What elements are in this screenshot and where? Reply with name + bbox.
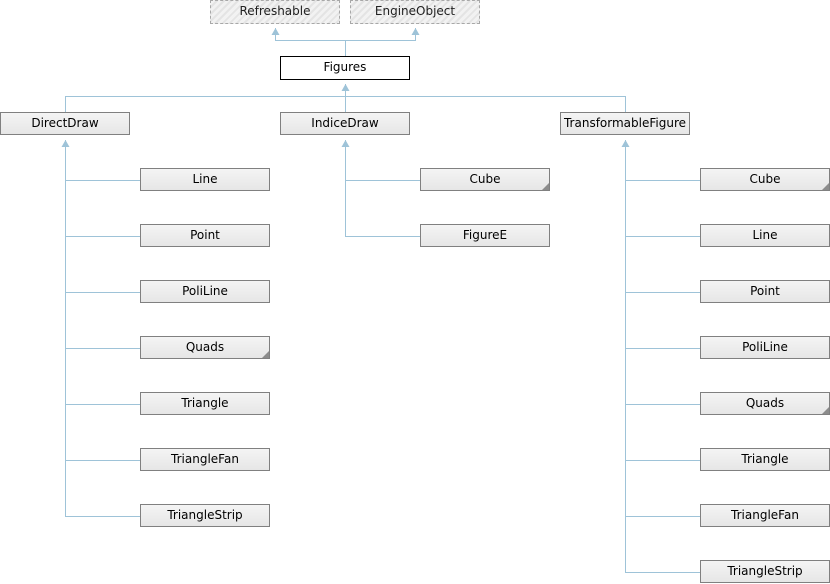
- arrowhead: [341, 140, 350, 147]
- class-node-refreshable[interactable]: Refreshable: [210, 0, 340, 24]
- class-node-directdraw-line[interactable]: Line: [140, 168, 270, 191]
- arrowhead: [411, 28, 420, 35]
- class-node-figures[interactable]: Figures: [280, 56, 410, 80]
- class-node-directdraw-triangle[interactable]: Triangle: [140, 392, 270, 415]
- class-node-directdraw-poliline[interactable]: PoliLine: [140, 280, 270, 303]
- class-node-transformable-poliline[interactable]: PoliLine: [700, 336, 830, 359]
- class-node-transformable-point[interactable]: Point: [700, 280, 830, 303]
- arrowhead: [271, 28, 280, 35]
- class-node-transformable-cube[interactable]: Cube: [700, 168, 830, 191]
- class-node-transformable-trianglestrip[interactable]: TriangleStrip: [700, 560, 830, 583]
- class-node-directdraw[interactable]: DirectDraw: [0, 112, 130, 135]
- class-node-indicedraw-cube[interactable]: Cube: [420, 168, 550, 191]
- class-node-transformable-line[interactable]: Line: [700, 224, 830, 247]
- class-node-transformablefigure[interactable]: TransformableFigure: [560, 112, 690, 135]
- arrowhead: [61, 140, 70, 147]
- class-node-directdraw-trianglefan[interactable]: TriangleFan: [140, 448, 270, 471]
- arrowhead: [341, 84, 350, 91]
- class-node-transformable-triangle[interactable]: Triangle: [700, 448, 830, 471]
- class-node-transformable-quads[interactable]: Quads: [700, 392, 830, 415]
- class-node-indicedraw-figuree[interactable]: FigureE: [420, 224, 550, 247]
- class-node-indicedraw[interactable]: IndiceDraw: [280, 112, 410, 135]
- arrowhead: [621, 140, 630, 147]
- class-node-transformable-trianglefan[interactable]: TriangleFan: [700, 504, 830, 527]
- class-node-directdraw-point[interactable]: Point: [140, 224, 270, 247]
- class-node-engineobject[interactable]: EngineObject: [350, 0, 480, 24]
- class-node-directdraw-quads[interactable]: Quads: [140, 336, 270, 359]
- class-node-directdraw-trianglestrip[interactable]: TriangleStrip: [140, 504, 270, 527]
